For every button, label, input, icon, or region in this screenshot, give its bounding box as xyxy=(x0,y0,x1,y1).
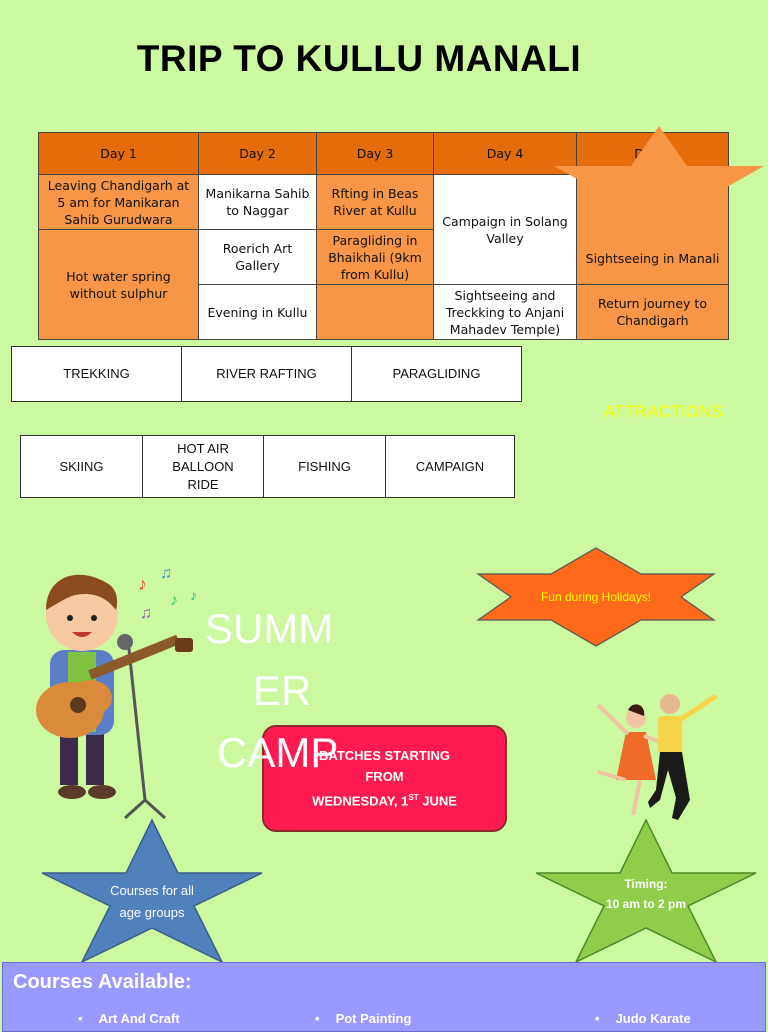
svg-text:♪: ♪ xyxy=(170,592,178,609)
cell-day1-b: Hot water spring without sulphur xyxy=(38,229,199,340)
itinerary-table: Day 1 Day 2 Day 3 Day 4 Day 5 Leaving Ch… xyxy=(38,132,729,340)
cell-day1-a: Leaving Chandigarh at 5 am for Manikaran… xyxy=(38,174,199,230)
page-title: TRIP TO KULLU MANALI xyxy=(136,38,582,79)
green-star-text: Timing: 10 am to 2 pm xyxy=(605,877,687,911)
blue-star-text: Courses for all age groups xyxy=(110,883,194,920)
summer-line-2: ER xyxy=(253,667,312,714)
green-star-shape xyxy=(535,818,757,964)
course-item-judo: •Judo Karate xyxy=(595,1011,691,1026)
svg-text:♫: ♫ xyxy=(160,565,172,582)
attraction-campaign: CAMPAIGN xyxy=(385,435,515,498)
cell-day3-c xyxy=(316,284,434,340)
batch-line-2: FROM xyxy=(365,769,404,785)
attraction-fishing: FISHING xyxy=(263,435,386,498)
batch-line-1: BATCHES STARTING xyxy=(319,748,450,764)
cell-day3-a: Rfting in Beas River at Kullu xyxy=(316,174,434,230)
course-item-pot: •Pot Painting xyxy=(315,1011,412,1026)
boy-guitar-illustration: ♪ ♫ ♪ ♫ ♪ xyxy=(36,565,197,820)
header-day-3: Day 3 xyxy=(316,132,434,175)
cell-day5-b: Return journey to Chandigarh xyxy=(576,284,729,340)
attraction-trekking: TREKKING xyxy=(11,346,182,402)
summer-line-3-overlay: CAMP xyxy=(217,729,339,776)
batch-line-3: WEDNESDAY, 1ST JUNE xyxy=(312,793,457,809)
dancing-couple-illustration xyxy=(596,693,718,820)
attractions-label: ATTRACTIONS xyxy=(604,402,723,421)
attraction-river-rafting: RIVER RAFTING xyxy=(181,346,352,402)
cell-day2-c: Evening in Kullu xyxy=(198,284,317,340)
courses-panel: Courses Available: •Art And Craft •Pot P… xyxy=(2,962,766,1032)
cell-day4-b: Sightseeing and Treckking to Anjani Maha… xyxy=(433,284,577,340)
courses-title: Courses Available: xyxy=(13,971,192,993)
course-item-art: •Art And Craft xyxy=(78,1011,180,1026)
header-day-1: Day 1 xyxy=(38,132,199,175)
svg-text:♪: ♪ xyxy=(190,587,197,603)
cell-day3-b: Paragliding in Bhaikhali (9km from Kullu… xyxy=(316,229,434,285)
orange-star-shape xyxy=(554,126,764,246)
attraction-hot-air-balloon: HOT AIR BALLOON RIDE xyxy=(142,435,264,498)
batch-info-box: BATCHES STARTING FROM WEDNESDAY, 1ST JUN… xyxy=(262,725,507,832)
attraction-skiing: SKIING xyxy=(20,435,143,498)
fun-badge-text: Fun during Holidays! xyxy=(540,590,652,604)
header-day-2: Day 2 xyxy=(198,132,317,175)
cell-day2-a: Manikarna Sahib to Naggar xyxy=(198,174,317,230)
svg-text:♫: ♫ xyxy=(140,605,152,622)
cell-day2-b: Roerich Art Gallery xyxy=(198,229,317,285)
blue-star-shape xyxy=(41,818,263,964)
fun-star-shape xyxy=(476,547,716,647)
attraction-paragliding: PARAGLIDING xyxy=(351,346,522,402)
svg-text:♪: ♪ xyxy=(138,574,147,594)
summer-line-1: SUMM xyxy=(205,605,334,652)
cell-day4-a: Campaign in Solang Valley xyxy=(433,174,577,285)
